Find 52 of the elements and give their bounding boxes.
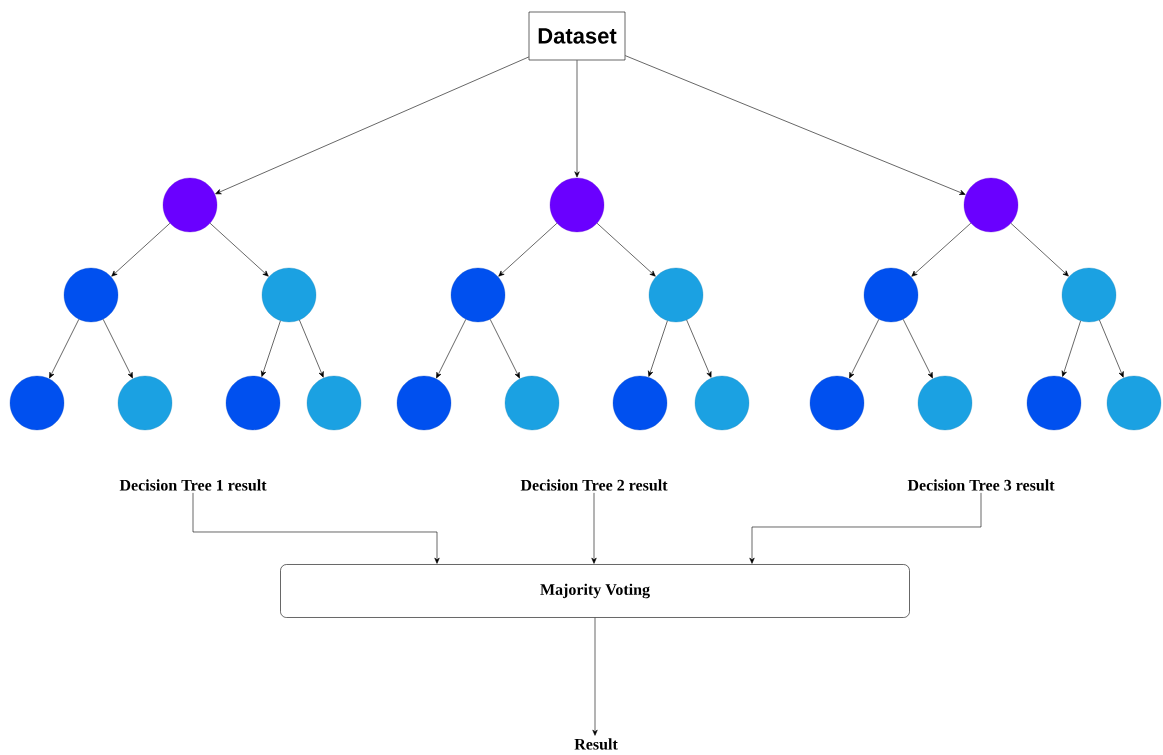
- tree-node-circle: [450, 267, 506, 323]
- tree-node-circle: [549, 177, 605, 233]
- arrow: [749, 492, 982, 564]
- arrow: [592, 617, 598, 736]
- tree-node-circle: [117, 375, 173, 431]
- result-label: Decision Tree 3 result: [907, 479, 1055, 491]
- arrow: [911, 222, 972, 277]
- arrow: [498, 222, 558, 277]
- tree-node-circle: [1061, 267, 1117, 323]
- arrow: [209, 222, 269, 277]
- arrow: [625, 55, 966, 195]
- tree-node-circle: [225, 375, 281, 431]
- tree-node-circle: [63, 267, 119, 323]
- arrow: [902, 318, 933, 379]
- result-label: Result: [574, 738, 618, 750]
- arrow: [1061, 320, 1081, 377]
- arrow: [102, 318, 133, 379]
- tree-node-circle: [1026, 375, 1082, 431]
- arrow: [1099, 319, 1124, 378]
- arrow: [49, 318, 80, 379]
- arrow: [686, 319, 712, 378]
- arrow: [596, 222, 656, 277]
- tree-node-circle: [261, 267, 317, 323]
- tree-node-circle: [917, 375, 973, 431]
- arrow: [1010, 223, 1069, 277]
- tree-node-circle: [612, 375, 668, 431]
- arrow: [574, 60, 580, 178]
- arrow: [192, 492, 440, 564]
- result-label: Decision Tree 2 result: [520, 479, 668, 491]
- arrow: [849, 318, 880, 379]
- tree-node-circle: [396, 375, 452, 431]
- dataset-box: Dataset: [528, 11, 626, 61]
- arrow: [591, 492, 597, 564]
- result-label: Decision Tree 1 result: [119, 479, 267, 491]
- tree-node-circle: [863, 267, 919, 323]
- tree-node-circle: [162, 177, 218, 233]
- arrow: [111, 222, 171, 277]
- arrow: [215, 56, 529, 195]
- arrow: [436, 318, 467, 379]
- tree-node-circle: [648, 267, 704, 323]
- arrow: [299, 319, 324, 378]
- arrow: [489, 318, 520, 379]
- process-box: Majority Voting: [280, 564, 910, 618]
- arrow: [261, 320, 281, 377]
- tree-node-circle: [306, 375, 362, 431]
- tree-node-circle: [1106, 375, 1162, 431]
- tree-node-circle: [809, 375, 865, 431]
- tree-node-circle: [504, 375, 560, 431]
- tree-node-circle: [963, 177, 1019, 233]
- tree-node-circle: [694, 375, 750, 431]
- arrow: [648, 320, 668, 377]
- tree-node-circle: [9, 375, 65, 431]
